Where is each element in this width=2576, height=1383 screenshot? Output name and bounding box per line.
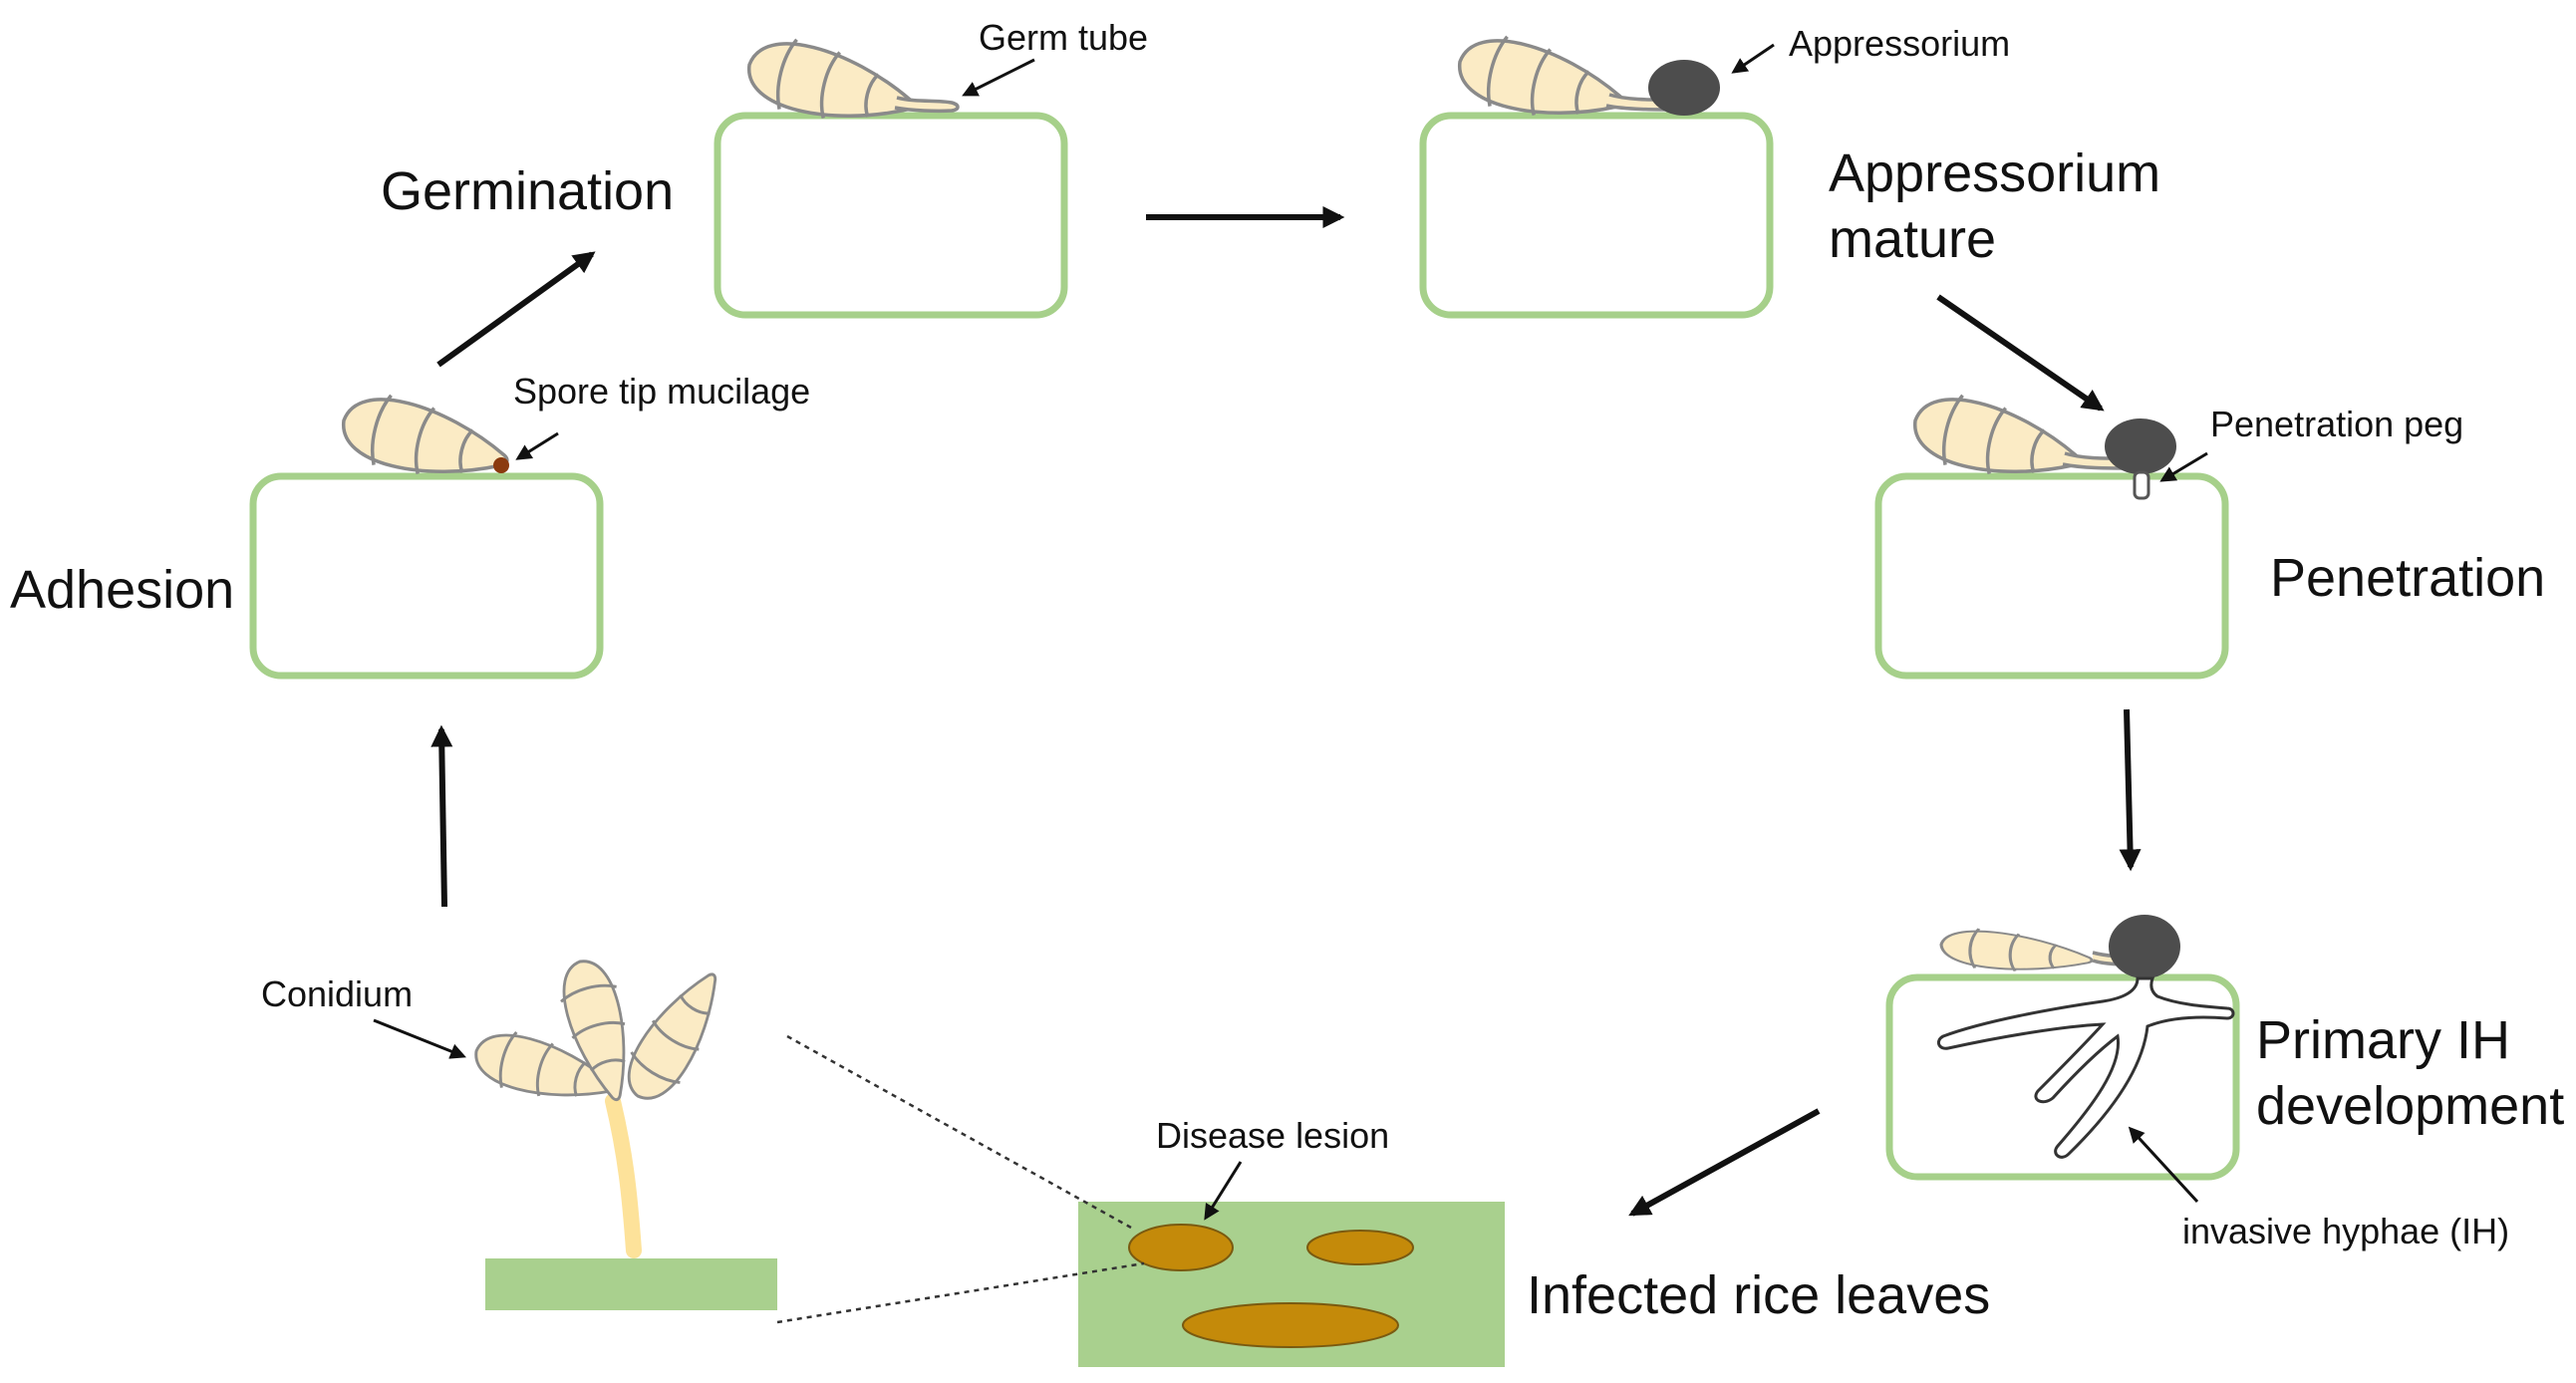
appressorium-stage: Appressorium Appressorium mature [1419, 23, 2160, 319]
primary-ih-stage: Primary IH development invasive hyphae (… [1885, 915, 2564, 1251]
callout-arrow [1731, 43, 1775, 74]
cycle-arrow-2 [1936, 294, 2105, 412]
stage-label-primary-ih-line1: Primary IH [2256, 1010, 2510, 1070]
conidium-stage: Conidium [261, 953, 777, 1310]
callout-invasive-hyphae: invasive hyphae (IH) [2182, 1211, 2509, 1251]
leaf-surface [485, 1258, 777, 1310]
cycle-arrow-3 [2119, 708, 2142, 872]
spore-icon [1937, 923, 2096, 982]
callout-spore-tip-mucilage: Spore tip mucilage [513, 371, 810, 412]
host-cell [714, 112, 1068, 319]
stage-label-appressorium-line2: mature [1829, 209, 1996, 269]
lesion-icon [1182, 1302, 1399, 1348]
callout-arrow [2128, 1126, 2199, 1204]
callout-arrow [373, 1018, 466, 1059]
mucilage-icon [493, 457, 509, 473]
callout-arrow [962, 58, 1035, 97]
conidiophore-icon [605, 1093, 642, 1258]
cycle-arrow-6 [436, 251, 596, 368]
host-cell [249, 472, 604, 680]
cycle-arrow-4 [1628, 1108, 1821, 1217]
penetration-peg-icon [2133, 470, 2150, 500]
callout-penetration-peg: Penetration peg [2210, 404, 2463, 444]
stage-label-appressorium-line1: Appressorium [1829, 143, 2160, 203]
callout-conidium: Conidium [261, 973, 413, 1014]
cycle-arrow-5 [430, 724, 453, 908]
appressorium-icon [2109, 915, 2180, 978]
stage-label-infected-leaves: Infected rice leaves [1527, 1265, 1990, 1325]
callout-arrow [515, 431, 559, 460]
callout-disease-lesion: Disease lesion [1156, 1115, 1389, 1156]
zoom-line [776, 1261, 1145, 1324]
germination-stage: Germination Germ tube [381, 17, 1148, 319]
host-cell [1874, 472, 2229, 680]
stage-label-primary-ih-line2: development [2256, 1076, 2564, 1136]
callout-arrow [1204, 1161, 1243, 1221]
lesion-icon [1306, 1230, 1414, 1265]
stage-label-penetration: Penetration [2270, 548, 2545, 608]
callout-germ-tube: Germ tube [979, 17, 1148, 58]
stage-label-adhesion: Adhesion [10, 560, 234, 620]
zoom-line [786, 1034, 1132, 1230]
appressorium-icon [1648, 60, 1720, 116]
adhesion-stage: Spore tip mucilage Adhesion [10, 371, 810, 680]
callout-appressorium: Appressorium [1789, 23, 2010, 64]
infected-leaves-stage: Disease lesion Infected rice leaves [1078, 1115, 1990, 1367]
penetration-stage: Penetration peg Penetration [1874, 384, 2545, 680]
stage-label-germination: Germination [381, 161, 674, 221]
callout-arrow [2159, 451, 2208, 482]
germ-tube-icon [894, 96, 960, 114]
appressorium-icon [2105, 418, 2176, 474]
lesion-icon [1128, 1224, 1234, 1271]
conidium-icon [612, 958, 739, 1113]
invasive-hyphae-icon [1936, 976, 2235, 1159]
host-cell [1419, 112, 1774, 319]
